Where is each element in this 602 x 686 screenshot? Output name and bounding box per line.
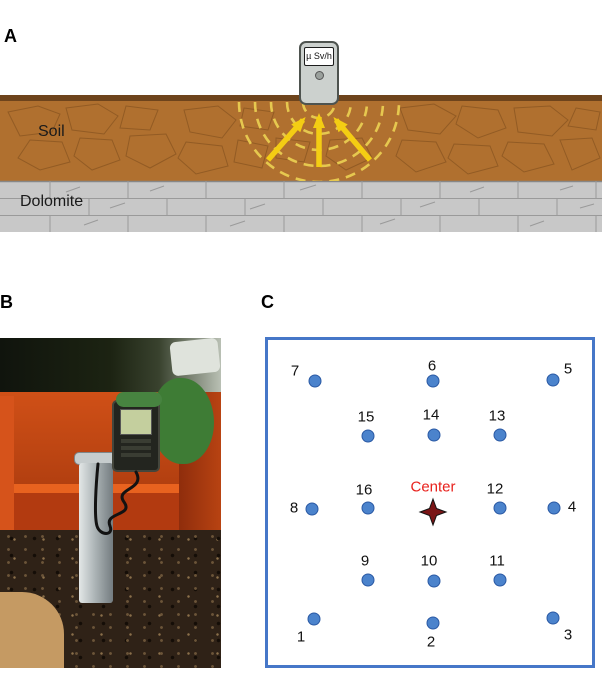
dolomite-layer — [0, 181, 602, 232]
panel-b-label: B — [0, 292, 13, 312]
measurement-point-10 — [427, 574, 441, 588]
measurement-point-2 — [426, 616, 440, 630]
measurement-point-9 — [361, 573, 375, 587]
measurement-point-label-5: 5 — [563, 360, 573, 378]
detector-button — [314, 71, 324, 80]
gloved-hand — [152, 378, 214, 464]
measurement-point-label-14: 14 — [422, 406, 440, 424]
panel-b-photo — [0, 338, 221, 668]
dosimeter-screen — [120, 409, 152, 435]
measurement-point-12 — [493, 501, 507, 515]
radiation-detector: µ Sv/h — [299, 41, 339, 105]
measurement-point-4 — [547, 501, 561, 515]
measurement-point-label-2: 2 — [426, 633, 436, 651]
device-cable — [93, 462, 140, 535]
center-label: Center — [410, 478, 456, 496]
soil-layer-label: Soil — [38, 123, 65, 140]
measurement-point-6 — [426, 374, 440, 388]
measurement-point-label-6: 6 — [427, 357, 437, 375]
measurement-point-11 — [493, 573, 507, 587]
dolomite-texture — [0, 180, 602, 232]
measurement-point-3 — [546, 611, 560, 625]
measurement-point-5 — [546, 373, 560, 387]
measurement-point-1 — [307, 612, 321, 626]
radiation-arrows — [265, 113, 373, 167]
measurement-point-label-4: 4 — [567, 498, 577, 516]
measurement-point-label-9: 9 — [360, 552, 370, 570]
glove-fingers — [116, 392, 162, 407]
measurement-point-label-11: 11 — [489, 552, 505, 570]
measurement-point-8 — [305, 502, 319, 516]
measurement-point-label-8: 8 — [289, 499, 299, 517]
center-star-icon — [418, 497, 448, 527]
measurement-point-label-13: 13 — [488, 407, 506, 425]
panel-a-label: A — [4, 26, 17, 46]
dolomite-layer-label: Dolomite — [20, 193, 84, 210]
measurement-point-16 — [361, 501, 375, 515]
measurement-point-label-1: 1 — [296, 628, 306, 646]
detector-display: µ Sv/h — [304, 47, 334, 66]
panel-a-soil-diagram: Soil Dolomite µ Sv/h — [0, 0, 602, 240]
measurement-point-label-10: 10 — [420, 552, 438, 570]
dosimeter-keypad — [121, 439, 151, 457]
measurement-point-label-7: 7 — [290, 362, 300, 380]
soil-profile-drawing — [0, 95, 602, 232]
measurement-point-label-15: 15 — [357, 408, 375, 426]
measurement-point-13 — [493, 428, 507, 442]
measurement-point-7 — [308, 374, 322, 388]
measurement-point-label-12: 12 — [486, 480, 504, 498]
measurement-point-14 — [427, 428, 441, 442]
measurement-point-label-3: 3 — [563, 626, 573, 644]
panel-c-label: C — [261, 292, 274, 312]
measurement-point-label-16: 16 — [355, 481, 373, 499]
measurement-point-15 — [361, 429, 375, 443]
